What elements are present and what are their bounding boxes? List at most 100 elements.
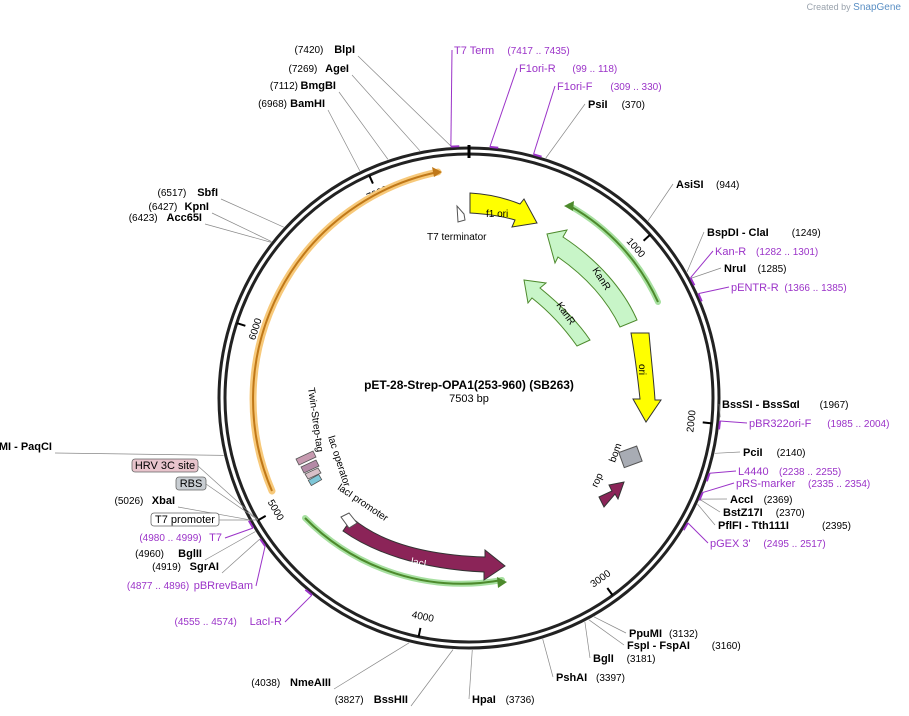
primer-tick: [259, 538, 266, 547]
enzyme-position: (6517): [157, 188, 186, 199]
enzyme-position: (1967): [820, 400, 849, 411]
enzyme-name: AgeI: [325, 63, 349, 75]
enzyme-position: (2370): [776, 508, 805, 519]
enzyme-position: (6423): [129, 213, 158, 224]
tick-label: 5000: [265, 498, 286, 523]
laci-arc-arrowhead: [497, 577, 507, 588]
enzyme-name: AccI: [730, 494, 753, 506]
tick-label: 4000: [411, 610, 435, 625]
enzyme-site: BlpI(7420): [294, 44, 355, 56]
primer-leader: [489, 67, 518, 148]
primer-range: (2335 .. 2354): [808, 479, 870, 490]
enzyme-leader: [327, 109, 361, 172]
primer-site: L4440(2238 .. 2255): [738, 466, 841, 478]
primer-leader: [284, 594, 313, 623]
enzyme-leader-lines: [54, 55, 741, 707]
primer-site: T7 (4980 .. 4999): [139, 532, 222, 544]
enzyme-leader: [588, 619, 625, 646]
enzyme-leader: [410, 649, 454, 707]
primer-range: (1985 .. 2004): [827, 419, 889, 430]
primer-name: pRS-marker: [736, 478, 796, 490]
primer-tick: [248, 520, 254, 529]
enzyme-name: HpaI: [472, 694, 496, 706]
enzyme-site: BspDI - ClaI(1249): [707, 227, 821, 239]
enzyme-leader: [468, 649, 473, 700]
twin-strep-tag-label: Twin-Strep-tag: [305, 387, 325, 453]
enzyme-position: (1249): [792, 228, 821, 239]
enzyme-site: HpaI (3736): [472, 694, 535, 706]
enzyme-position: (944): [716, 180, 739, 191]
opa1-arrowhead: [432, 167, 442, 177]
enzyme-leader: [542, 638, 554, 678]
kanr-arrow-outer: [546, 229, 638, 328]
enzyme-name: BfuAI - BspMI - PaqCI: [0, 441, 52, 453]
rbs-marker: [304, 467, 322, 480]
enzyme-name: PciI: [743, 447, 763, 459]
enzyme-site: XbaI(5026): [114, 495, 175, 507]
ori-arrow: [630, 332, 662, 423]
primer-leader-lines: [224, 49, 748, 623]
enzyme-position: (2369): [764, 495, 793, 506]
t7-terminator-shape: [456, 204, 466, 223]
t7-terminator-label: T7 terminator: [427, 232, 487, 243]
enzyme-leader: [351, 74, 421, 152]
enzyme-site: BssHII(3827): [335, 694, 408, 706]
primer-leader: [702, 482, 735, 494]
enzyme-position: (2395): [822, 521, 851, 532]
enzyme-name: FspI - FspAI: [627, 640, 690, 652]
enzyme-position: (3160): [712, 641, 741, 652]
primer-range: (1282 .. 1301): [756, 247, 818, 258]
primer-tick: [489, 145, 499, 149]
plasmid-title: pET-28-Strep-OPA1(253-960) (SB263): [364, 378, 574, 392]
enzyme-name: SgrAI: [190, 561, 219, 573]
primer-site: LacI-R(4555 .. 4574): [175, 616, 283, 628]
feature-box: [175, 476, 207, 491]
enzyme-name: BglI: [593, 653, 614, 665]
primer-name: T7: [209, 532, 222, 544]
enzyme-site: PflFI - Tth111I(2395): [718, 520, 851, 532]
enzyme-name: NmeAIII: [290, 677, 331, 689]
feature-box-label: RBS: [180, 478, 203, 490]
enzyme-leader: [697, 503, 716, 526]
primer-leader: [255, 546, 266, 587]
primer-tick: [304, 588, 313, 596]
feature-box-label: T7 promoter: [155, 514, 215, 526]
primer-site: F1ori-F(309 .. 330): [557, 81, 662, 93]
primer-name: pGEX 3': [710, 538, 751, 550]
enzyme-site: BfuAI - BspMI - PaqCI(5353): [0, 441, 52, 453]
enzyme-position: (6968): [258, 99, 287, 110]
enzyme-site: BamHI(6968): [258, 98, 325, 110]
primer-name: LacI-R: [250, 616, 282, 628]
primer-leader: [690, 250, 714, 279]
enzyme-position: (3397): [596, 673, 625, 684]
enzyme-name: BstZ17I: [723, 507, 763, 519]
primer-range: (2495 .. 2517): [763, 539, 825, 550]
enzyme-leader: [699, 499, 721, 513]
primer-site: pENTR-R(1366 .. 1385): [731, 282, 847, 294]
primer-name: pBRrevBam: [194, 580, 253, 592]
enzyme-site: BglII(4960): [135, 548, 202, 560]
laci-arrow: [342, 517, 506, 581]
primer-range: (4980 .. 4999): [139, 533, 201, 544]
snapgene-logo: Created by SnapGene: [807, 2, 901, 13]
enzyme-name: NruI: [724, 263, 746, 275]
enzyme-name: Acc65I: [167, 212, 202, 224]
lac-operator-marker: [307, 473, 323, 487]
primer-name: L4440: [738, 466, 769, 478]
enzyme-position: (3736): [506, 695, 535, 706]
feature-box: [150, 512, 220, 527]
enzyme-position: (5026): [114, 496, 143, 507]
enzyme-site: BmgBI(7112): [270, 80, 336, 92]
primer-site: pBRrevBam(4877 .. 4896): [127, 580, 253, 592]
laci-promoter-shape: [340, 512, 358, 529]
primer-labels: T7 Term(7417 .. 7435)F1ori-R(99 .. 118)F…: [127, 45, 890, 628]
primer-site: Kan-R(1282 .. 1301): [715, 246, 818, 258]
primer-range: (1366 .. 1385): [784, 283, 846, 294]
tick-mark: [417, 627, 422, 637]
primer-leader: [450, 49, 453, 147]
enzyme-site: KpnI(6427): [148, 201, 209, 213]
primer-name: F1ori-R: [519, 63, 556, 75]
enzyme-leader: [357, 55, 452, 147]
enzyme-name: PsiI: [588, 99, 608, 111]
primer-site: pBR322ori-F(1985 .. 2004): [749, 418, 889, 430]
